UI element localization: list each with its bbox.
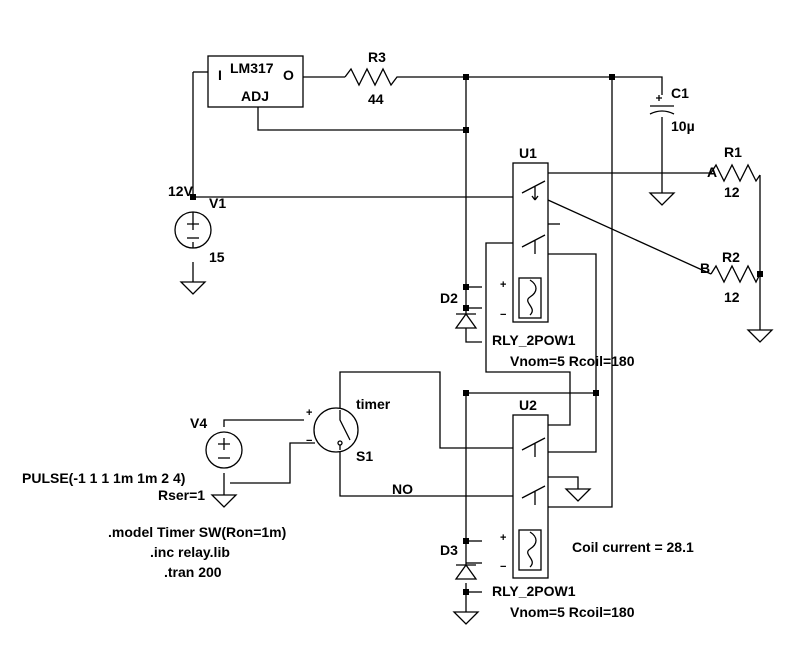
r1-value: 12 xyxy=(724,184,740,200)
resistor-r1: R1 12 A xyxy=(707,144,761,200)
net-label-b: B xyxy=(700,260,710,276)
d2-name: D2 xyxy=(440,290,458,306)
u2-params: Vnom=5 Rcoil=180 xyxy=(510,604,635,620)
svg-text:+: + xyxy=(500,279,506,291)
regulator-pin-out: O xyxy=(283,67,294,83)
junction-dots xyxy=(190,74,763,595)
svg-text:−: − xyxy=(306,435,312,447)
diode-d3: D3 xyxy=(440,542,478,580)
ground-symbols xyxy=(179,192,774,625)
wires xyxy=(192,71,761,612)
lm317-regulator: LM317 I O ADJ xyxy=(207,55,304,108)
capacitor-c1: C1 10µ xyxy=(649,85,695,134)
net-label-a: A xyxy=(707,164,717,180)
resistor-r3: R3 44 xyxy=(344,49,403,107)
v4-name: V4 xyxy=(190,415,207,431)
svg-text:+: + xyxy=(306,407,312,419)
relay-u1: + − U1 RLY_2POW1 Vnom=5 Rcoil=180 xyxy=(492,145,635,369)
voltage-source-v1: 12V V1 15 xyxy=(168,183,226,265)
r3-name: R3 xyxy=(368,49,386,65)
s1-model: timer xyxy=(356,396,391,412)
directive-include: .inc relay.lib xyxy=(150,544,230,560)
u2-name: U2 xyxy=(519,397,537,413)
coil-current-annotation: Coil current = 28.1 xyxy=(572,539,694,555)
r3-value: 44 xyxy=(368,91,384,107)
regulator-pin-adj: ADJ xyxy=(241,88,269,104)
v1-value: 15 xyxy=(209,249,225,265)
voltage-source-v4: V4 PULSE(-1 1 1 1m 1m 2 4) Rser=1 xyxy=(22,415,243,503)
directive-tran: .tran 200 xyxy=(164,564,222,580)
switch-s1: + − timer S1 xyxy=(306,396,391,464)
u1-name: U1 xyxy=(519,145,537,161)
v4-value: PULSE(-1 1 1 1m 1m 2 4) xyxy=(22,470,185,486)
svg-text:−: − xyxy=(500,561,506,573)
v1-net-label: 12V xyxy=(168,183,194,199)
v4-rser: Rser=1 xyxy=(158,487,205,503)
regulator-pin-in: I xyxy=(218,67,222,83)
c1-name: C1 xyxy=(671,85,689,101)
diode-d2: D2 xyxy=(440,290,478,329)
svg-text:−: − xyxy=(500,309,506,321)
s1-name: S1 xyxy=(356,448,373,464)
d3-name: D3 xyxy=(440,542,458,558)
u1-params: Vnom=5 Rcoil=180 xyxy=(510,353,635,369)
directive-model: .model Timer SW(Ron=1m) xyxy=(108,524,286,540)
r2-value: 12 xyxy=(724,289,740,305)
r2-name: R2 xyxy=(722,249,740,265)
u1-model: RLY_2POW1 xyxy=(492,332,576,348)
resistor-r2: R2 12 B xyxy=(700,249,761,305)
relay-u2: + − U2 RLY_2POW1 Vnom=5 Rcoil=180 xyxy=(492,397,635,620)
u2-model: RLY_2POW1 xyxy=(492,583,576,599)
v1-name: V1 xyxy=(209,195,226,211)
svg-text:+: + xyxy=(500,532,506,544)
net-label-no: NO xyxy=(392,481,413,497)
regulator-name: LM317 xyxy=(230,60,274,76)
c1-value: 10µ xyxy=(671,118,695,134)
spice-directives: .model Timer SW(Ron=1m) .inc relay.lib .… xyxy=(108,524,286,580)
r1-name: R1 xyxy=(724,144,742,160)
